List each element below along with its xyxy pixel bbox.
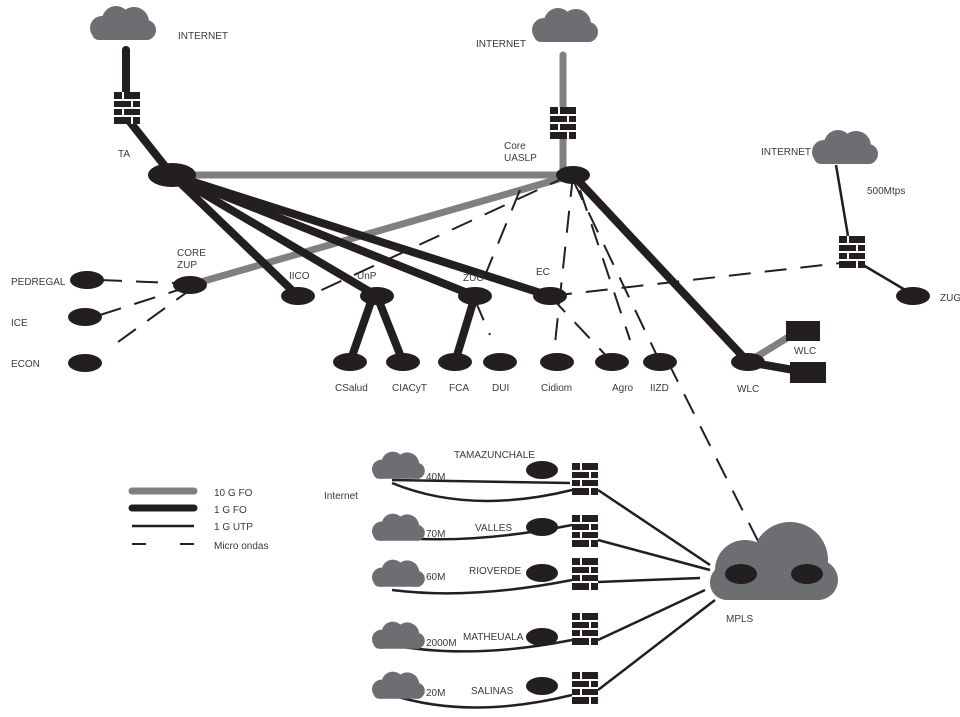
firewall-icon [571,462,599,496]
firewall-icon [571,514,599,548]
cloud-icon [372,513,425,541]
cloud-icon [372,559,425,587]
cloud-icon [372,451,425,479]
label-econ: ECON [11,359,40,370]
node-salinas [526,677,558,695]
label-iizd: IIZD [650,383,669,394]
site-name: TAMAZUNCHALE [454,450,535,461]
site-name: SALINAS [471,686,514,697]
label-wlc-bottom: WLC [737,384,759,395]
node-valles [526,518,558,536]
wlc-device-bottom [790,362,826,383]
legend-label: 1 G FO [214,505,247,516]
label-internet-remote: Internet [324,491,358,502]
node-matheuala [526,628,558,646]
node-ice [68,308,102,326]
node-pedregal [70,271,104,289]
site-name: VALLES [475,523,512,534]
label-internet-ta: INTERNET [178,31,228,42]
cloud-icon [372,621,425,649]
node-dui [483,353,517,371]
site-bandwidth: 40M [426,472,445,483]
label-iico: IICO [289,271,310,282]
firewall-icon [571,671,599,705]
node-iizd [643,353,677,371]
label-unp: UnP [357,271,377,282]
node-agro [595,353,629,371]
node-tamazunchale [526,461,558,479]
firewall-icon [571,557,599,591]
label-csalud: CSalud [335,383,368,394]
label-internet-zug: INTERNET [761,147,811,158]
site-bandwidth: 70M [426,529,445,540]
label-zuc: ZUC [463,273,484,284]
node-iico [281,287,315,305]
label-zup-line1: CORE [177,248,206,259]
node-wlc [731,353,765,371]
label-core-line2: UASLP [504,153,537,164]
node-csalud [333,353,367,371]
firewall-icon [549,106,577,140]
node-econ [68,354,102,372]
node-ec [533,287,567,305]
label-mpls: MPLS [726,614,754,625]
label-zup-line2: ZUP [177,260,197,271]
node-cidiom [540,353,574,371]
label-dui: DUI [492,383,509,394]
label-500mbps: 500Mtps [867,186,905,197]
node-fca [438,353,472,371]
label-cidiom: Cidiom [541,383,572,394]
cloud-icon [90,6,156,40]
node-core [556,166,590,184]
site-bandwidth: 20M [426,688,445,699]
firewall-icon [571,612,599,646]
cloud-icon [812,130,878,164]
label-wlc-top: WLC [794,346,816,357]
label-core-line1: Core [504,141,526,152]
node-ta [148,163,196,187]
site-name: MATHEUALA [463,632,524,643]
cloud-icon [372,671,425,699]
node-zug [896,287,930,305]
label-zug: ZUG [940,293,960,304]
links-1g-fo [122,46,809,376]
site-name: RIOVERDE [469,566,522,577]
site-bandwidth: 2000M [426,638,457,649]
links-utp [391,164,913,709]
label-fca: FCA [449,383,469,394]
label-internet-core: INTERNET [476,39,526,50]
site-bandwidth: 60M [426,572,445,583]
label-agro: Agro [612,383,634,394]
firewall-icon [838,235,866,269]
legend: 10 G FO 1 G FO 1 G UTP Micro ondas [128,487,268,552]
node-rioverde [526,564,558,582]
label-pedregal: PEDREGAL [11,277,66,288]
node-zuc [458,287,492,305]
links-microwave [99,174,851,546]
node-zup [173,276,207,294]
node-ciacyt [386,353,420,371]
label-ice: ICE [11,318,28,329]
label-ta: TA [118,149,130,160]
legend-label: 1 G UTP [214,522,253,533]
mpls-cloud-icon [710,522,838,600]
legend-label: Micro ondas [214,541,268,552]
label-ciacyt: CIACyT [392,383,427,394]
wlc-device-top [786,321,820,341]
cloud-icon [532,8,598,42]
node-unp [360,287,394,305]
label-ec: EC [536,267,550,278]
legend-label: 10 G FO [214,488,253,499]
firewall-icon [113,91,141,125]
